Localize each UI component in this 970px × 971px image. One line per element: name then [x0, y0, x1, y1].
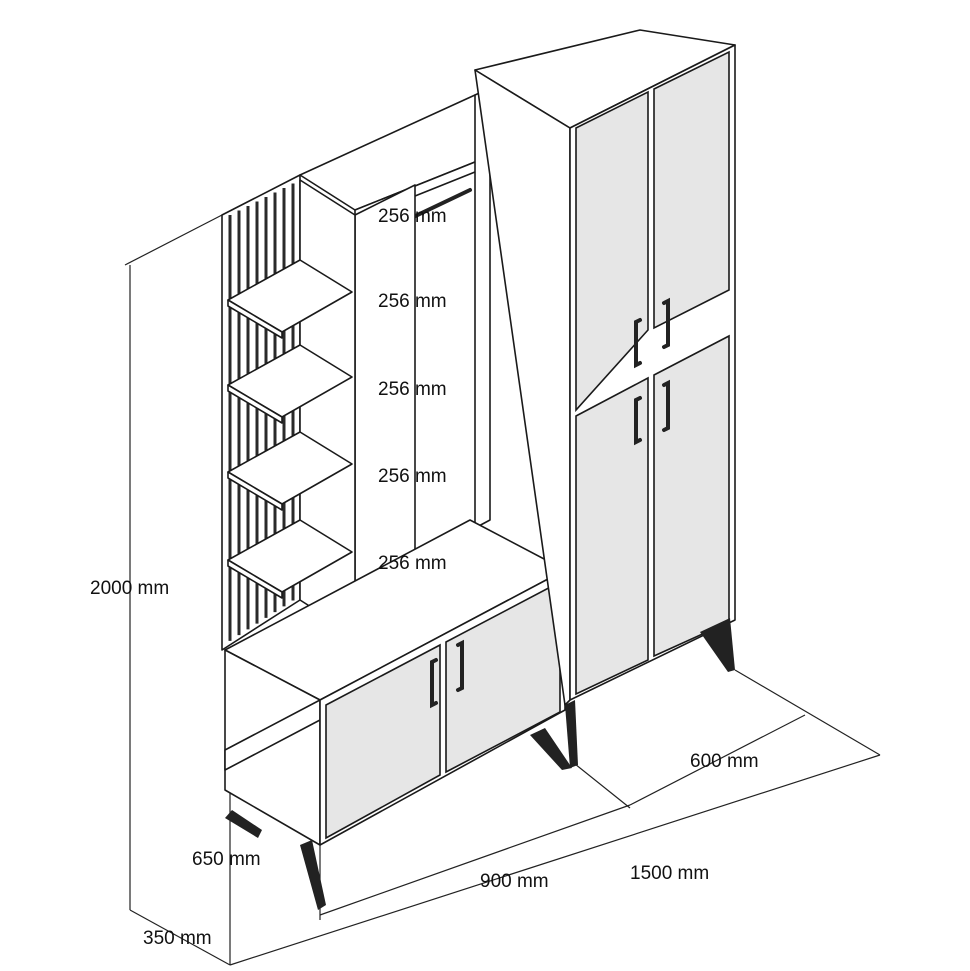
lower-door-right[interactable]: [445, 580, 561, 774]
wardrobe-door-top-left[interactable]: [575, 90, 649, 413]
shelf-spacing-label: 256 mm: [378, 291, 447, 312]
lower-cabinet: [224, 519, 572, 910]
leg: [225, 810, 262, 838]
height-label: 2000 mm: [90, 578, 169, 599]
handle-icon: [430, 658, 438, 709]
shelf-edge: [227, 471, 283, 511]
shelf-spacing-label: 256 mm: [378, 466, 447, 487]
handle-icon: [634, 318, 642, 369]
dimension-lines: [124, 214, 881, 966]
depth-label: 350 mm: [143, 928, 212, 949]
wardrobe-door-top-right[interactable]: [653, 50, 730, 330]
wardrobe-width-label: 600 mm: [690, 751, 759, 772]
leg: [300, 840, 326, 910]
shelves: [227, 259, 353, 599]
shelf-spacing-label: 256 mm: [378, 379, 447, 400]
leg: [565, 700, 578, 768]
handle-icon: [662, 297, 670, 349]
shelf-edge: [227, 559, 283, 599]
wardrobe: [474, 29, 736, 768]
wardrobe-door-bottom-left[interactable]: [575, 376, 649, 696]
handle-icon: [456, 639, 464, 692]
leg: [530, 728, 572, 770]
dimension-labels: 2000 mm 350 mm 650 mm 900 mm 1500 mm 600…: [90, 206, 759, 949]
shelf-spacing-label: 256 mm: [378, 206, 447, 227]
handle-icon: [662, 379, 670, 432]
total-width-label: 1500 mm: [630, 863, 709, 884]
handle-icon: [634, 396, 642, 446]
base-height-label: 650 mm: [192, 849, 261, 870]
leg: [700, 618, 735, 672]
lower-width-label: 900 mm: [480, 871, 549, 892]
shelf-spacing-label: 256 mm: [378, 553, 447, 574]
shelf-edge: [227, 384, 283, 424]
shelf-edge: [227, 299, 283, 339]
lower-door-left[interactable]: [325, 643, 441, 840]
